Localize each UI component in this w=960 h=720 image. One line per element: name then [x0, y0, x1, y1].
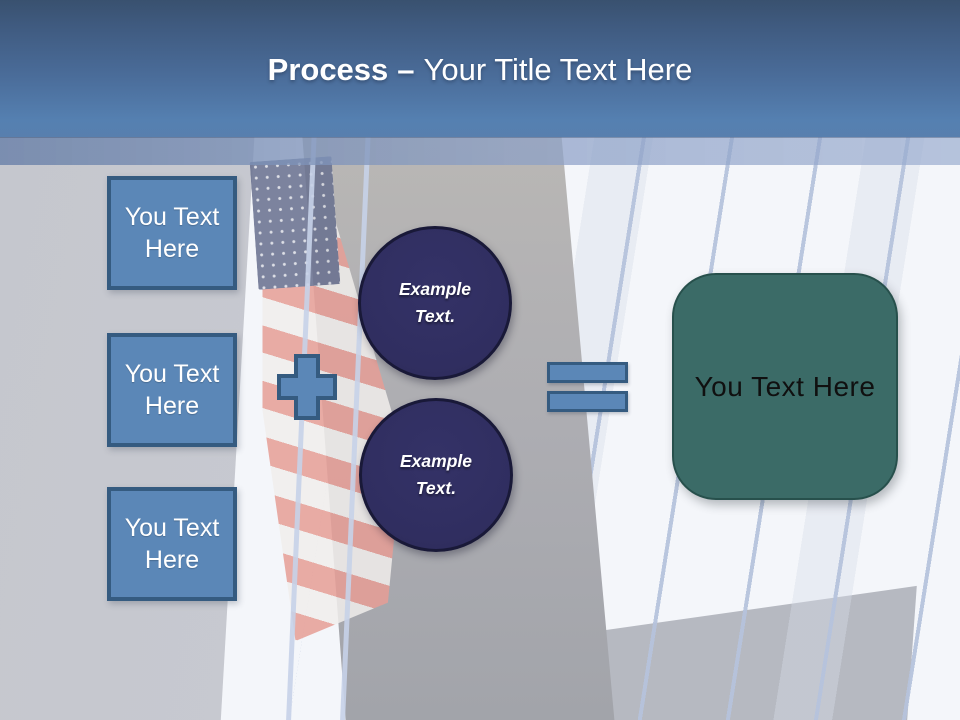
- example-circle-2[interactable]: Example Text.: [359, 398, 513, 552]
- input-box-2-label: You Text Here: [124, 360, 220, 420]
- example-circle-1-label: Example Text.: [399, 278, 471, 326]
- slide-title-rest: Your Title Text Here: [423, 52, 693, 87]
- slide-title[interactable]: Process – Your Title Text Here: [0, 52, 960, 88]
- input-box-3[interactable]: You Text Here: [107, 487, 237, 601]
- equals-bar-bottom: [547, 391, 628, 412]
- plus-icon: [277, 354, 337, 420]
- header-accent-band: [0, 137, 960, 165]
- result-box[interactable]: You Text Here: [672, 273, 898, 500]
- example-circle-2-label: Example Text.: [400, 450, 472, 498]
- example-circle-1[interactable]: Example Text.: [358, 226, 512, 380]
- slide-title-emphasis: Process: [267, 52, 389, 87]
- input-box-3-label: You Text Here: [124, 514, 220, 574]
- input-box-1[interactable]: You Text Here: [107, 176, 237, 290]
- result-box-label: You Text Here: [694, 370, 876, 402]
- slide-header: Process – Your Title Text Here: [0, 0, 960, 137]
- input-box-2[interactable]: You Text Here: [107, 333, 237, 447]
- equals-icon: [547, 362, 628, 412]
- flag-canton: [249, 156, 341, 290]
- equals-bar-top: [547, 362, 628, 383]
- input-box-1-label: You Text Here: [124, 203, 220, 263]
- slide-title-dash: –: [397, 52, 415, 87]
